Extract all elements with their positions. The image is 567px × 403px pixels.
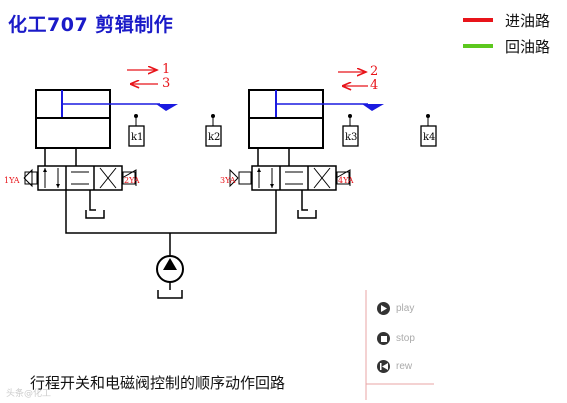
play-icon xyxy=(377,302,390,315)
diagram-caption: 行程开关和电磁阀控制的顺序动作回路 xyxy=(30,374,286,392)
solenoid-label-4ya: 4YA xyxy=(338,176,354,185)
cylinder-right xyxy=(248,89,384,149)
cylinder-left xyxy=(35,89,178,149)
legend-swatch-green xyxy=(463,44,493,48)
play-label: play xyxy=(396,303,415,314)
legend-label: 进油路 xyxy=(505,11,551,30)
step-label-2: 2 xyxy=(370,64,378,79)
limit-switch-k1: k1 xyxy=(128,114,145,147)
rewind-icon xyxy=(377,360,390,373)
pressure-lines xyxy=(65,190,277,256)
step-label-3: 3 xyxy=(162,76,170,91)
page-title: 化工707 剪辑制作 xyxy=(8,14,174,36)
legend-label: 回油路 xyxy=(505,37,551,56)
solenoid-valve-right: 3YA 4YA xyxy=(220,148,354,191)
rew-label: rew xyxy=(396,361,413,372)
switch-label-k1: k1 xyxy=(131,132,143,143)
switch-label-k4: k4 xyxy=(423,132,435,143)
limit-switch-k4: k4 xyxy=(420,114,437,147)
solenoid-valve-left: 1YA 2YA xyxy=(4,148,140,191)
watermark: 头条@化工 xyxy=(6,389,52,399)
legend-swatch-red xyxy=(463,18,493,22)
direction-arrows-right: 2 4 xyxy=(338,64,378,93)
rewind-button[interactable]: rew xyxy=(377,360,412,373)
step-label-4: 4 xyxy=(370,78,378,93)
limit-switch-k3: k3 xyxy=(342,114,359,147)
play-button[interactable]: play xyxy=(377,302,414,315)
solenoid-label-1ya: 1YA xyxy=(4,176,20,185)
switch-label-k2: k2 xyxy=(208,132,220,143)
solenoid-label-3ya: 3YA xyxy=(220,176,236,185)
stop-button[interactable]: stop xyxy=(377,332,415,345)
stop-label: stop xyxy=(396,333,415,344)
legend-item-return: 回油路 xyxy=(463,36,550,56)
direction-arrows-left: 1 3 xyxy=(127,62,170,91)
legend-item-supply: 进油路 xyxy=(463,10,550,30)
step-label-1: 1 xyxy=(162,62,170,77)
return-lines xyxy=(85,190,317,219)
pump-symbol xyxy=(156,255,184,299)
limit-switch-k2: k2 xyxy=(205,114,222,147)
stop-icon xyxy=(377,332,390,345)
solenoid-label-2ya: 2YA xyxy=(124,176,140,185)
switch-label-k3: k3 xyxy=(345,132,357,143)
